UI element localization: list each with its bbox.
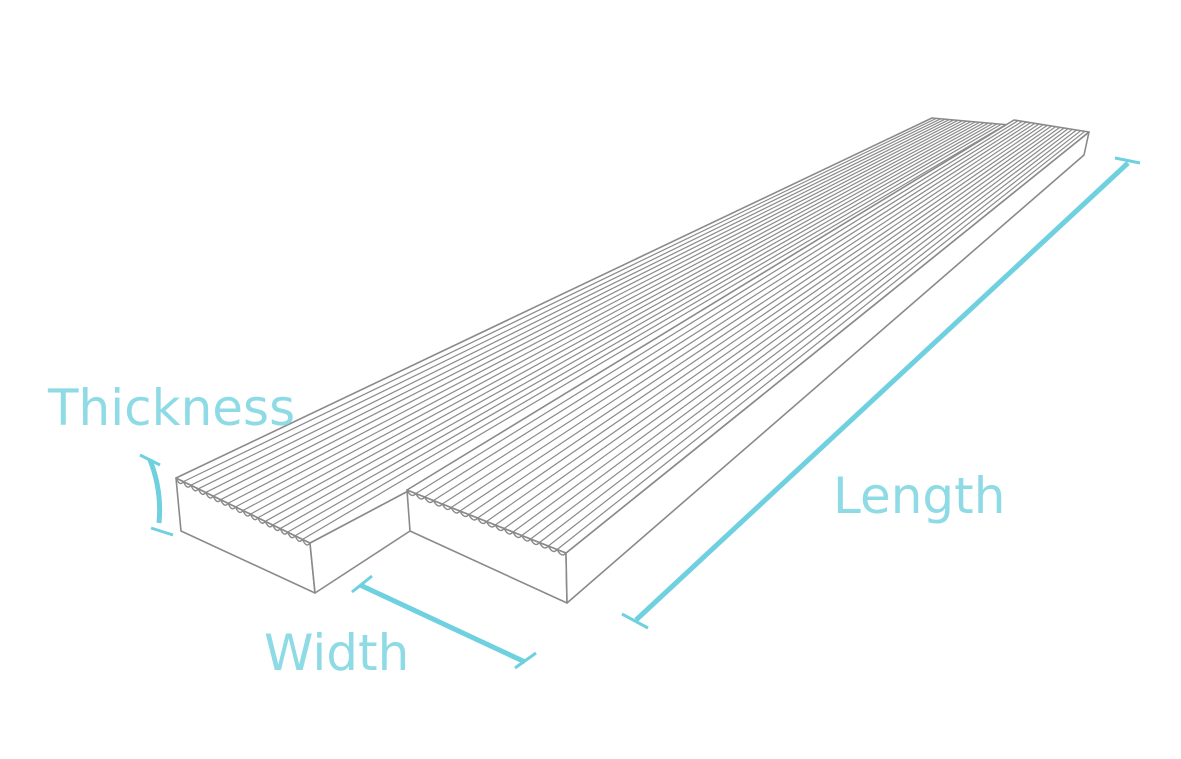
rib-line xyxy=(442,122,1031,505)
rib-line xyxy=(205,119,950,493)
rib-line xyxy=(272,122,989,526)
rib-line xyxy=(279,122,993,530)
front-board xyxy=(406,119,1090,604)
rib-line xyxy=(494,126,1057,526)
rib-line xyxy=(424,120,1023,498)
rib-line xyxy=(468,124,1044,515)
rib-line xyxy=(235,120,967,508)
back-board xyxy=(175,117,1011,594)
rib-line xyxy=(257,121,980,519)
width-label: Width xyxy=(264,624,409,682)
scalloped-edge xyxy=(175,477,311,546)
scalloped-edge xyxy=(406,489,567,556)
rib-line xyxy=(302,124,1006,540)
rib-line xyxy=(521,128,1069,536)
rib-line xyxy=(459,123,1040,512)
rib-line xyxy=(539,129,1077,543)
rib-line xyxy=(530,128,1073,540)
rib-line xyxy=(250,121,976,515)
rib-line xyxy=(486,125,1052,522)
rib-line xyxy=(556,130,1086,550)
rib-line xyxy=(242,120,972,512)
rib-line xyxy=(227,120,963,504)
back-board-ribs xyxy=(175,117,1006,546)
length-label: Length xyxy=(833,467,1005,525)
rib-line xyxy=(287,123,998,533)
rib-line xyxy=(415,120,1019,495)
rib-line xyxy=(294,123,1002,537)
thickness-label: Thickness xyxy=(47,379,295,437)
rib-line xyxy=(477,124,1048,519)
rib-line xyxy=(212,119,954,497)
rib-line xyxy=(183,117,937,483)
rib-line xyxy=(190,118,941,486)
width-dimension-line xyxy=(351,574,537,670)
front-board-ribs xyxy=(406,120,1086,556)
rib-line xyxy=(198,118,946,490)
rib-line xyxy=(433,121,1027,502)
rib-line xyxy=(503,126,1061,529)
length-dimension-line xyxy=(621,156,1141,630)
rib-line xyxy=(220,119,959,501)
rib-line xyxy=(450,122,1036,509)
rib-line xyxy=(547,130,1082,547)
rib-line xyxy=(265,122,985,522)
thickness-dimension-line xyxy=(139,453,174,537)
rib-line xyxy=(512,127,1065,533)
